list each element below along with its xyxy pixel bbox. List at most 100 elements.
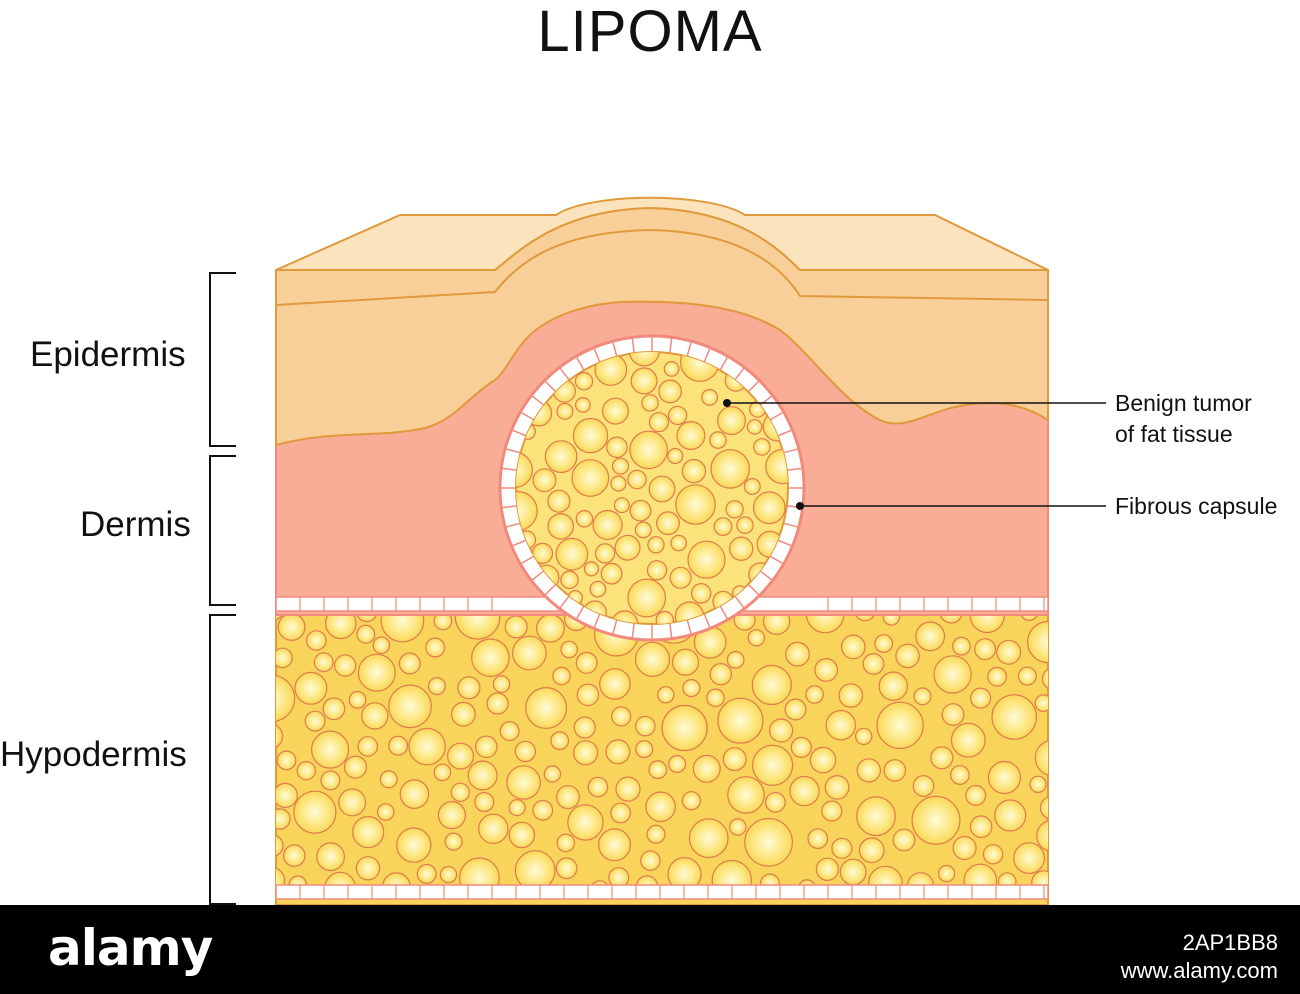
fat-cell [356, 624, 376, 644]
fat-cell [486, 692, 509, 715]
fat-cell [447, 742, 475, 770]
stratum-corneum [275, 196, 1049, 271]
capsule-segment [703, 613, 711, 629]
fat-cell [969, 687, 992, 709]
diagram-title: LIPOMA [537, 0, 763, 64]
fat-cell [862, 653, 885, 675]
fat-cell [276, 675, 296, 722]
fat-cell [690, 582, 712, 604]
fat-cell [427, 677, 446, 696]
fat-cell [676, 421, 706, 451]
fat-cell [444, 832, 463, 851]
fat-cell [969, 815, 993, 838]
fat-cell [606, 436, 628, 459]
label-tumor-line1: Benign tumor [1115, 390, 1252, 416]
fat-cell [450, 782, 470, 803]
fat-cell [567, 804, 604, 841]
fat-cell [574, 372, 594, 391]
fat-cell [629, 499, 652, 522]
fat-cell [965, 784, 987, 806]
fat-cell [467, 760, 498, 791]
fat-cell [640, 850, 661, 871]
fat-cell [911, 795, 961, 845]
fat-cell [294, 671, 328, 705]
fat-cell [544, 440, 578, 474]
fat-cell [575, 397, 591, 413]
fat-cell [725, 500, 744, 519]
fat-cell [437, 800, 466, 830]
fat-cell [575, 651, 598, 674]
fat-cell [634, 521, 652, 539]
fat-cell [805, 685, 824, 704]
fat-cell [325, 615, 357, 640]
fat-cell [361, 702, 389, 730]
fat-cell [1034, 694, 1048, 712]
fat-cell [572, 417, 609, 454]
fat-cell [599, 668, 631, 700]
fat-cell [798, 879, 816, 885]
capsule-segment [593, 347, 601, 363]
fat-cell [856, 796, 896, 837]
fat-cell [868, 865, 903, 885]
capsule-segment [575, 356, 585, 371]
fat-cell [913, 687, 932, 706]
fat-cell [997, 872, 1017, 885]
fat-cell [1029, 775, 1047, 794]
fat-cell [276, 724, 284, 748]
capsule-segment [593, 613, 601, 629]
capsule-segment [734, 366, 746, 381]
fat-cell [597, 828, 631, 862]
fat-cell [276, 782, 298, 808]
membrane-band [275, 884, 1049, 900]
fat-cell [692, 754, 721, 783]
fat-cell [657, 686, 675, 704]
capsule-segment [575, 605, 585, 620]
fat-cell [710, 449, 751, 489]
capsule-segment [611, 341, 618, 357]
capsule-segment [719, 356, 729, 371]
fat-cell [605, 739, 631, 765]
fat-cell [663, 361, 680, 377]
fat-cell [950, 722, 986, 758]
capsule-segment [769, 411, 784, 421]
capsule-segment [558, 366, 570, 381]
fat-cell [396, 827, 432, 863]
fat-cell [743, 478, 761, 496]
label-tumor-line2: of fat tissue [1115, 421, 1233, 447]
fat-cell [668, 754, 687, 773]
fat-cell [840, 634, 866, 660]
fat-cell [706, 688, 725, 708]
fat-cell [825, 709, 857, 741]
hypodermis-fat-cells [276, 615, 1048, 885]
fat-cell [709, 431, 727, 449]
fat-cell [543, 765, 562, 783]
capsule-segment [747, 583, 761, 597]
capsule-segment [777, 539, 793, 547]
fat-cell [343, 755, 368, 779]
fat-cell [635, 740, 654, 759]
fat-cell [790, 736, 812, 759]
capsule-segment [777, 429, 793, 437]
fat-cell [334, 654, 357, 677]
fat-cell [736, 516, 754, 534]
capsule-segments [500, 336, 804, 640]
capsule-callout-dot [796, 502, 804, 510]
fat-cell [594, 543, 616, 564]
capsule-segment [769, 555, 784, 565]
hypodermis-bracket [209, 614, 236, 905]
fat-cell [276, 808, 291, 830]
fat-cell [608, 867, 630, 885]
fat-cell [688, 818, 729, 859]
capsule-segment [669, 337, 673, 354]
fat-cell [809, 746, 837, 774]
capsule-segment [783, 447, 799, 454]
fat-cell [627, 578, 667, 618]
fat-cell [547, 489, 571, 513]
fat-cell [687, 540, 726, 579]
capsule-segment [505, 522, 521, 529]
fat-cell [611, 457, 630, 475]
fat-cell [855, 727, 873, 746]
capsule-segment [783, 522, 799, 529]
fat-cell [382, 872, 411, 885]
fat-cell [388, 684, 432, 729]
